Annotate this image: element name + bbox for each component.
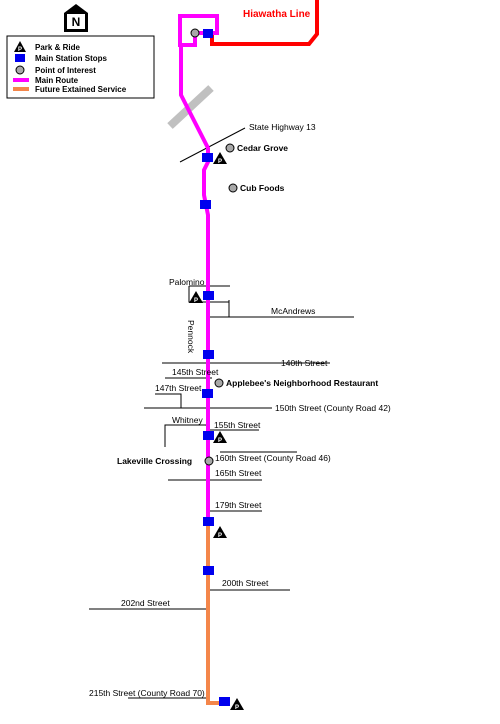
label-155th-street: 155th Street — [214, 420, 261, 430]
label-160th-street: 160th Street (County Road 46) — [215, 453, 331, 463]
main-route-swatch — [13, 78, 29, 82]
park-ride-icon: P — [230, 698, 244, 711]
svg-text:P: P — [218, 533, 222, 539]
label-147th-street: 147th Street — [155, 383, 202, 393]
hiawatha-line-label: Hiawatha Line — [243, 9, 311, 20]
park-ride-icon: P — [189, 291, 203, 304]
label-cub-foods: Cub Foods — [240, 183, 285, 193]
legend: P Park & Ride Main Station Stops Point o… — [6, 35, 155, 99]
park-ride-icon: P — [213, 431, 227, 444]
poi-icon — [15, 65, 25, 75]
park-ride-icon: P — [213, 526, 227, 539]
label-palomino: Palomino — [169, 277, 205, 287]
station-stop — [203, 29, 213, 38]
street-network — [89, 127, 354, 699]
poi-marker — [190, 28, 200, 38]
label-150th-street: 150th Street (County Road 42) — [275, 403, 391, 413]
label-179th-street: 179th Street — [215, 500, 262, 510]
label-applebees: Applebee's Neighborhood Restaurant — [226, 378, 378, 388]
park-ride-icon: P — [14, 41, 26, 53]
station-stop — [203, 431, 214, 440]
label-mcandrews: McAndrews — [271, 306, 315, 316]
legend-park-ride: Park & Ride — [35, 43, 80, 52]
svg-text:P: P — [194, 298, 198, 304]
label-215th-street: 215th Street (County Road 70) — [89, 688, 205, 698]
station-stop — [200, 200, 211, 209]
station-stop — [202, 389, 213, 398]
station-icon — [15, 54, 25, 62]
svg-text:P: P — [218, 159, 222, 165]
label-lakeville-crossing: Lakeville Crossing — [117, 456, 192, 466]
palomino-road — [188, 286, 229, 303]
main-route — [179, 45, 210, 520]
svg-text:P: P — [218, 438, 222, 444]
label-165th-street: 165th Street — [215, 468, 262, 478]
legend-main-stops: Main Station Stops — [35, 54, 108, 63]
north-label: N — [72, 15, 81, 29]
legend-poi: Point of Interest — [35, 66, 96, 75]
label-145th-street: 145th Street — [172, 367, 219, 377]
hiawatha-line — [210, 0, 319, 46]
highway-segment — [167, 85, 214, 129]
svg-text:P: P — [235, 705, 239, 711]
legend-future-service: Future Extained Service — [35, 85, 127, 94]
poi-marker — [214, 378, 224, 388]
station-stop — [203, 517, 214, 526]
station-stop — [202, 153, 213, 162]
future-service-route — [206, 520, 222, 705]
station-stop — [219, 697, 230, 706]
legend-main-route: Main Route — [35, 76, 79, 85]
park-ride-icon: P — [213, 152, 227, 165]
label-state-highway-13: State Highway 13 — [249, 122, 316, 132]
label-pennock: Pennock — [186, 320, 196, 354]
poi-marker — [225, 143, 235, 153]
station-stop — [203, 566, 214, 575]
label-202nd-street: 202nd Street — [121, 598, 170, 608]
label-whitney: Whitney — [172, 415, 203, 425]
north-arrow: N — [64, 4, 88, 32]
station-stop — [203, 350, 214, 359]
poi-marker — [228, 183, 238, 193]
label-200th-street: 200th Street — [222, 578, 269, 588]
station-stops — [200, 29, 230, 706]
svg-text:P: P — [18, 47, 22, 53]
poi-marker — [204, 456, 214, 466]
label-140th-street: 140th Street — [281, 358, 328, 368]
station-stop — [203, 291, 214, 300]
future-service-swatch — [13, 87, 29, 91]
label-cedar-grove: Cedar Grove — [237, 143, 288, 153]
